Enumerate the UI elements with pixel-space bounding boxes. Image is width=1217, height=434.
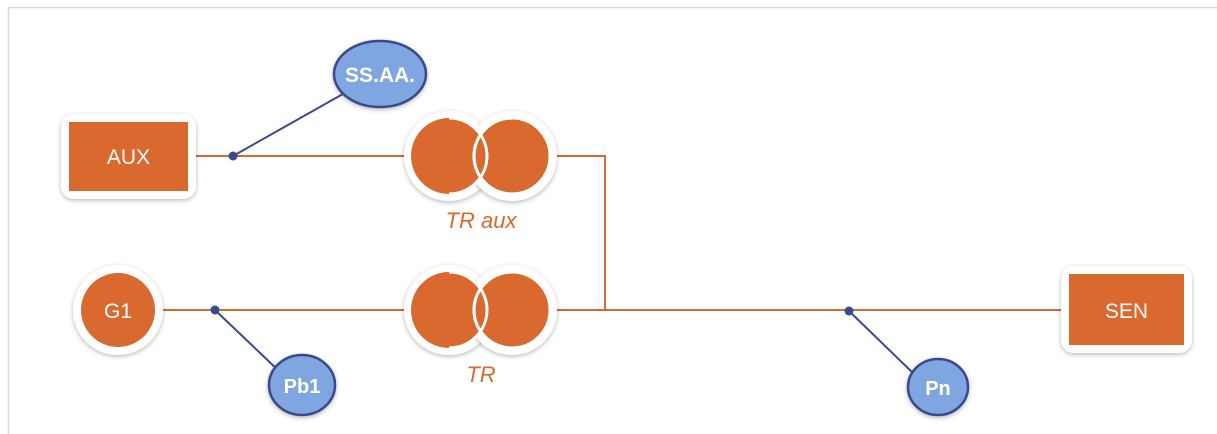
ssaa-leader-line [232,89,351,157]
pn-point: Pn [906,357,970,417]
sen-node: SEN [1061,266,1192,353]
ssaa-point: SS.AA. [332,39,428,109]
pb1-junction-dot [210,305,220,315]
pn-label: Pn [925,378,951,400]
pn-leader-line [848,310,916,376]
tr-label: TR [466,362,495,387]
aux-node: AUX [61,114,196,199]
g1-node: G1 [73,265,163,355]
aux-label: AUX [107,146,150,169]
wire-tr-aux-to-bus [552,155,606,310]
pn-junction-dot [844,306,854,316]
tr-aux-label: TR aux [446,208,518,233]
ssaa-label: SS.AA. [345,64,415,87]
sen-label: SEN [1105,300,1148,323]
pb1-label: Pb1 [284,376,321,398]
pb1-point: Pb1 [267,353,337,417]
ssaa-junction-dot [228,151,238,161]
tr-aux-transformer [404,111,557,201]
g1-label: G1 [104,300,132,323]
tr-transformer [404,265,557,355]
pb1-leader-line [214,309,281,373]
